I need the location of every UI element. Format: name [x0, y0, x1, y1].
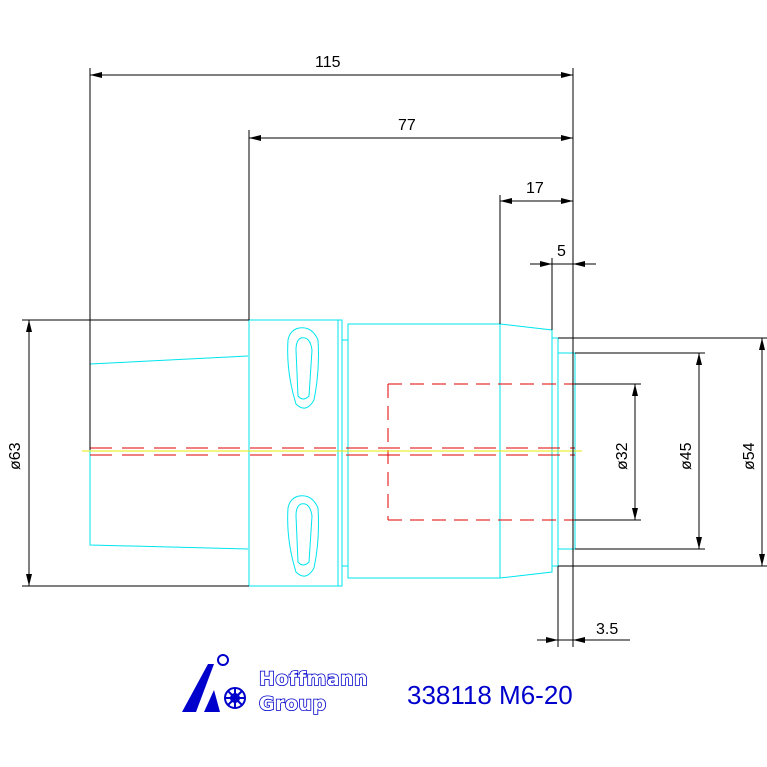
- shank-outline: [89, 355, 249, 550]
- dimension-lines: [22, 68, 767, 647]
- hoffmann-group-logo: Hoffmann Group: [182, 654, 368, 716]
- dim-5: 5: [557, 243, 566, 260]
- drive-slot-top: [287, 327, 319, 409]
- logo-mark-icon: [182, 654, 246, 712]
- dim-dia-63: ø63: [7, 442, 24, 470]
- dim-3-5: 3.5: [596, 621, 618, 638]
- part-outline: [89, 319, 576, 587]
- logo-text-line1: Hoffmann: [259, 668, 368, 690]
- drive-slot-bottom: [287, 495, 319, 577]
- dim-115: 115: [315, 54, 341, 71]
- dim-dia-54: ø54: [741, 442, 758, 470]
- flange: [248, 319, 343, 587]
- logo-text-line2: Group: [259, 693, 327, 715]
- dim-17: 17: [526, 180, 544, 197]
- dim-dia-32: ø32: [614, 442, 631, 470]
- hidden-lines: [90, 383, 575, 521]
- body-outline: [347, 323, 559, 579]
- dim-dia-45: ø45: [678, 442, 695, 470]
- dim-77: 77: [398, 117, 416, 134]
- part-number: 338118 M6-20: [407, 680, 573, 710]
